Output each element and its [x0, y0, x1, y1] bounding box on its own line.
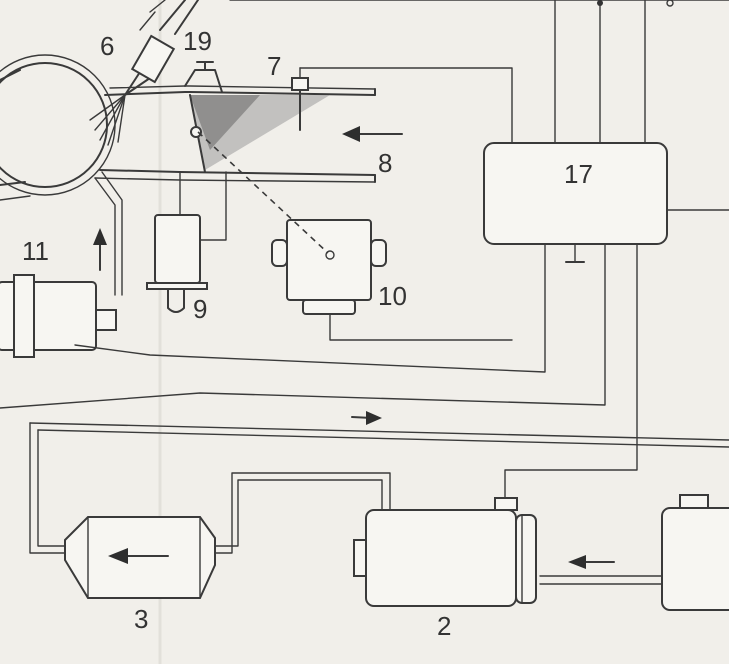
- label-air-inlet: 8: [378, 148, 392, 178]
- fuel-pump: [353, 497, 537, 607]
- flow-arrows: [351, 411, 615, 569]
- sensor: [291, 67, 513, 151]
- label-valve: 19: [183, 26, 212, 56]
- label-ignition-coil: 11: [22, 236, 49, 266]
- label-sensor: 7: [267, 51, 281, 81]
- actuator: [146, 171, 227, 313]
- fuel-tank: [661, 494, 729, 611]
- linkage-dashed: [197, 131, 329, 254]
- valve: [184, 61, 223, 93]
- label-control-unit: 17: [564, 159, 593, 189]
- fuel-lines: [29, 422, 729, 585]
- control-unit-wiring: [0, 0, 729, 499]
- ignition-coil: [0, 228, 117, 358]
- throttle-switch: [271, 219, 513, 341]
- label-actuator: 9: [193, 294, 207, 324]
- air-inlet-arrow: [342, 126, 403, 142]
- label-fuel-filter: 3: [134, 604, 148, 634]
- label-injector: 6: [100, 31, 114, 61]
- fuel-spray: [89, 94, 126, 146]
- label-throttle-switch: 10: [378, 281, 407, 311]
- label-fuel-pump: 2: [437, 611, 451, 641]
- injector: [124, 0, 199, 96]
- fuel-filter: [64, 516, 216, 599]
- throttle-mist: [189, 94, 330, 173]
